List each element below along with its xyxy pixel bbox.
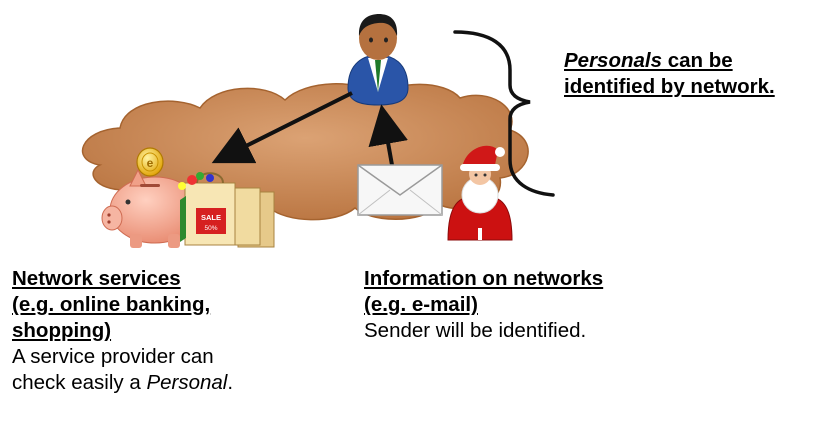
network-services-block: Network services (e.g. online banking, s… [12, 266, 233, 396]
desc-italic-personal: Personal [146, 371, 228, 394]
shopping-bags-icon: SALE 50% [178, 172, 275, 248]
sale-label: SALE [201, 213, 221, 222]
svg-text:e: e [147, 156, 154, 170]
network-services-desc-1: A service provider can [12, 345, 214, 368]
information-desc: Sender will be identified. [364, 319, 587, 342]
personals-annotation: Personals can be identified by network. [564, 48, 775, 100]
network-services-desc-2: check easily a Personal. [12, 370, 233, 396]
personals-line1-rest: can be [662, 49, 733, 72]
network-services-heading-3: shopping) [12, 319, 112, 342]
personals-line2: identified by network. [564, 75, 775, 98]
information-networks-block: Information on networks (e.g. e-mail) Se… [364, 266, 603, 344]
arrow-to-services [211, 91, 353, 164]
arrow-from-email [368, 104, 408, 166]
person-icon [347, 14, 409, 106]
desc-prefix: check easily a [12, 371, 147, 394]
coin-icon: e [136, 147, 164, 177]
information-heading-2: (e.g. e-mail) [364, 293, 478, 316]
curly-brace [453, 30, 555, 197]
envelope-icon [357, 164, 443, 216]
sale-percent: 50% [204, 225, 217, 232]
piggy-bank-icon [101, 168, 201, 248]
network-services-heading-2: (e.g. online banking, [12, 293, 211, 316]
personals-word: Personals [564, 49, 662, 72]
desc-suffix: . [227, 371, 234, 394]
santa-icon [447, 145, 513, 241]
information-heading-1: Information on networks [364, 267, 604, 290]
network-services-heading-1: Network services [12, 267, 181, 290]
